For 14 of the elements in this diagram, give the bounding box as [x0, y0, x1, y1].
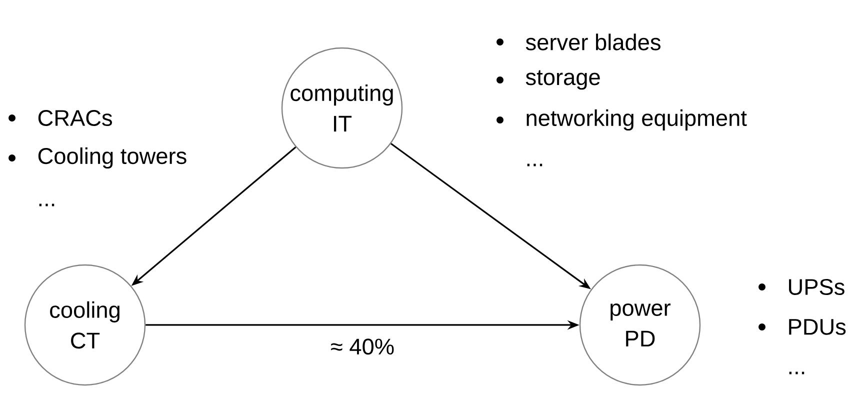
list-item: UPSs: [789, 278, 844, 296]
list-item: PDUs: [789, 319, 846, 335]
circle-node: computing IT: [281, 47, 403, 169]
ellipsis: ...: [527, 164, 542, 166]
list-item: networking equipment: [526, 109, 747, 131]
ellipsis: ...: [39, 204, 54, 206]
list-item: server blades: [526, 34, 660, 50]
list-item: CRACs: [38, 110, 112, 126]
circle-node: cooling CT: [24, 264, 146, 386]
list-item: storage: [526, 70, 600, 90]
edge-label: ≈ 40%: [329, 337, 396, 356]
circle-node: power PD: [579, 264, 701, 386]
ellipsis: ...: [789, 372, 804, 374]
list-item: Cooling towers: [38, 147, 186, 169]
